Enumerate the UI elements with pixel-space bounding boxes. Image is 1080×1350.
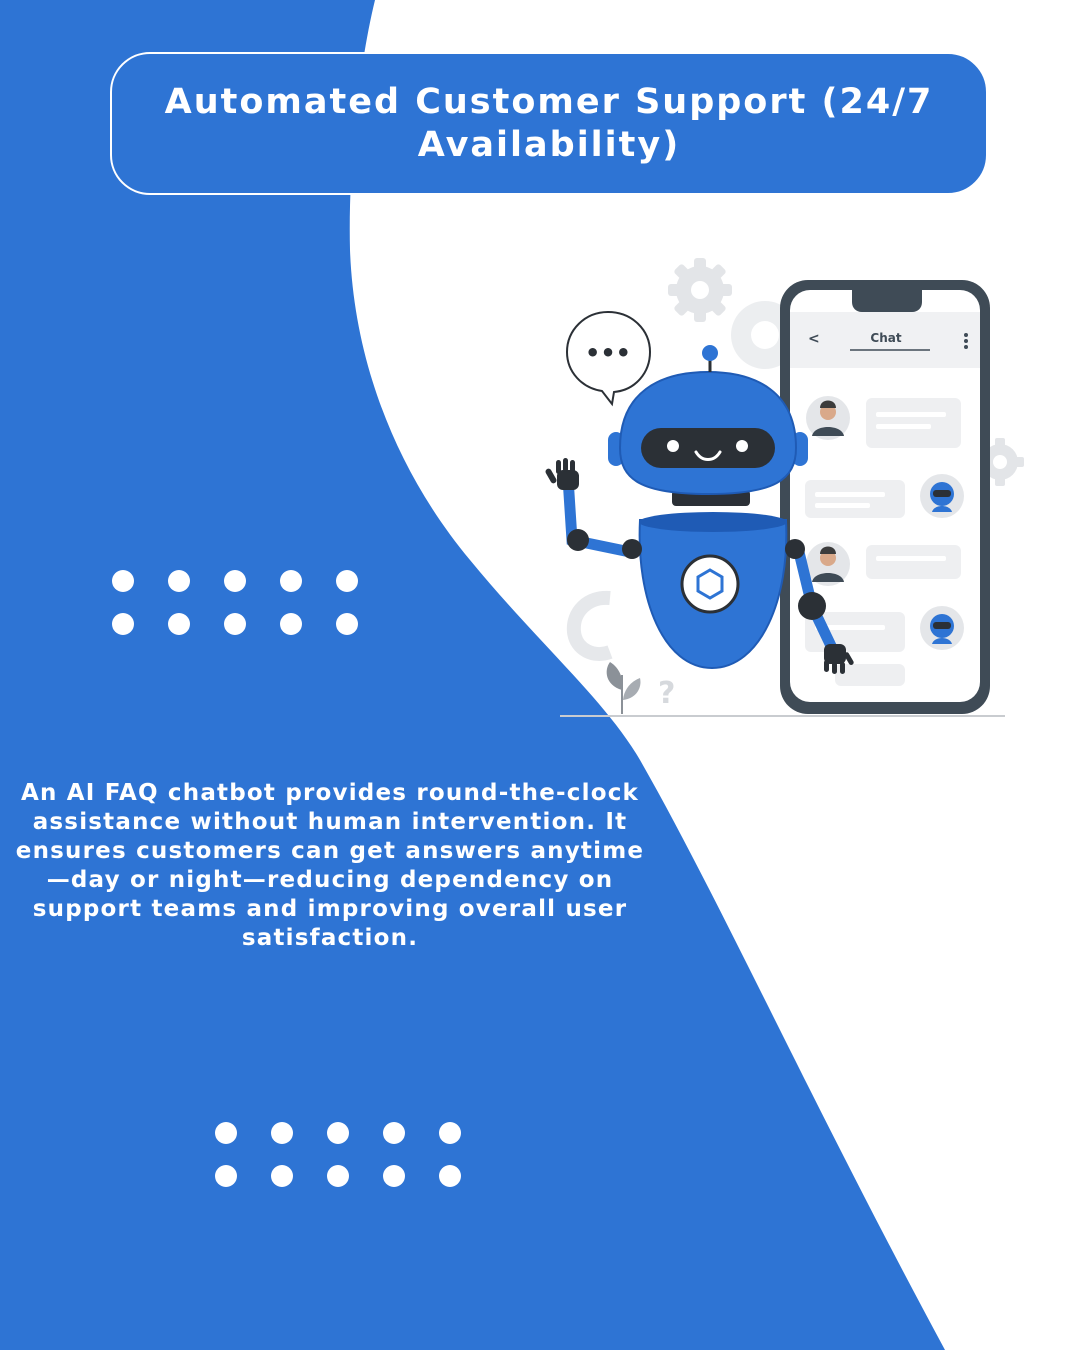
kebab-menu-icon xyxy=(964,333,968,349)
dot xyxy=(224,613,246,635)
dot xyxy=(271,1165,293,1187)
chat-screen-title: Chat xyxy=(870,331,901,345)
message-bubble xyxy=(866,545,961,579)
robot-hand xyxy=(824,644,854,674)
avatar xyxy=(806,396,850,440)
robot-mascot xyxy=(545,345,854,674)
typing-dots: ••• xyxy=(585,339,631,367)
message-bubble xyxy=(866,398,961,448)
dot xyxy=(112,613,134,635)
gear-icon xyxy=(668,258,732,322)
dot xyxy=(168,570,190,592)
magnet-icon xyxy=(566,590,613,661)
chatbot-illustration: ? < Chat xyxy=(545,258,1024,717)
dot xyxy=(215,1165,237,1187)
back-icon: < xyxy=(808,331,820,347)
dot xyxy=(336,613,358,635)
blue-wave-shape xyxy=(0,0,945,1350)
hexagon-icon xyxy=(696,568,724,600)
message-bubble xyxy=(835,664,905,686)
avatar xyxy=(806,542,850,586)
robot-hand xyxy=(545,458,579,490)
message-bubble xyxy=(805,480,905,518)
bot-avatar xyxy=(920,606,964,650)
dot xyxy=(383,1165,405,1187)
title-banner: Automated Customer Support (24/7 Availab… xyxy=(110,52,988,195)
dot xyxy=(280,613,302,635)
dot xyxy=(327,1165,349,1187)
dot xyxy=(224,570,246,592)
dot xyxy=(271,1122,293,1144)
dot xyxy=(336,570,358,592)
dot xyxy=(280,570,302,592)
dot xyxy=(439,1165,461,1187)
dot xyxy=(439,1122,461,1144)
dot xyxy=(215,1122,237,1144)
dot xyxy=(168,613,190,635)
dot-pattern-top xyxy=(112,570,358,635)
gear-icon xyxy=(976,438,1024,486)
dot-pattern-bottom xyxy=(215,1122,461,1187)
description-text: An AI FAQ chatbot provides round-the-clo… xyxy=(15,780,645,951)
speech-bubble-icon: ••• xyxy=(565,310,652,407)
page-title: Automated Customer Support (24/7 Availab… xyxy=(164,81,934,165)
dot xyxy=(383,1122,405,1144)
dot xyxy=(112,570,134,592)
bot-avatar xyxy=(920,474,964,518)
phone-mockup: < Chat xyxy=(780,280,990,714)
question-mark-icon: ? xyxy=(658,676,675,711)
dot xyxy=(327,1122,349,1144)
plant-icon xyxy=(606,662,641,714)
